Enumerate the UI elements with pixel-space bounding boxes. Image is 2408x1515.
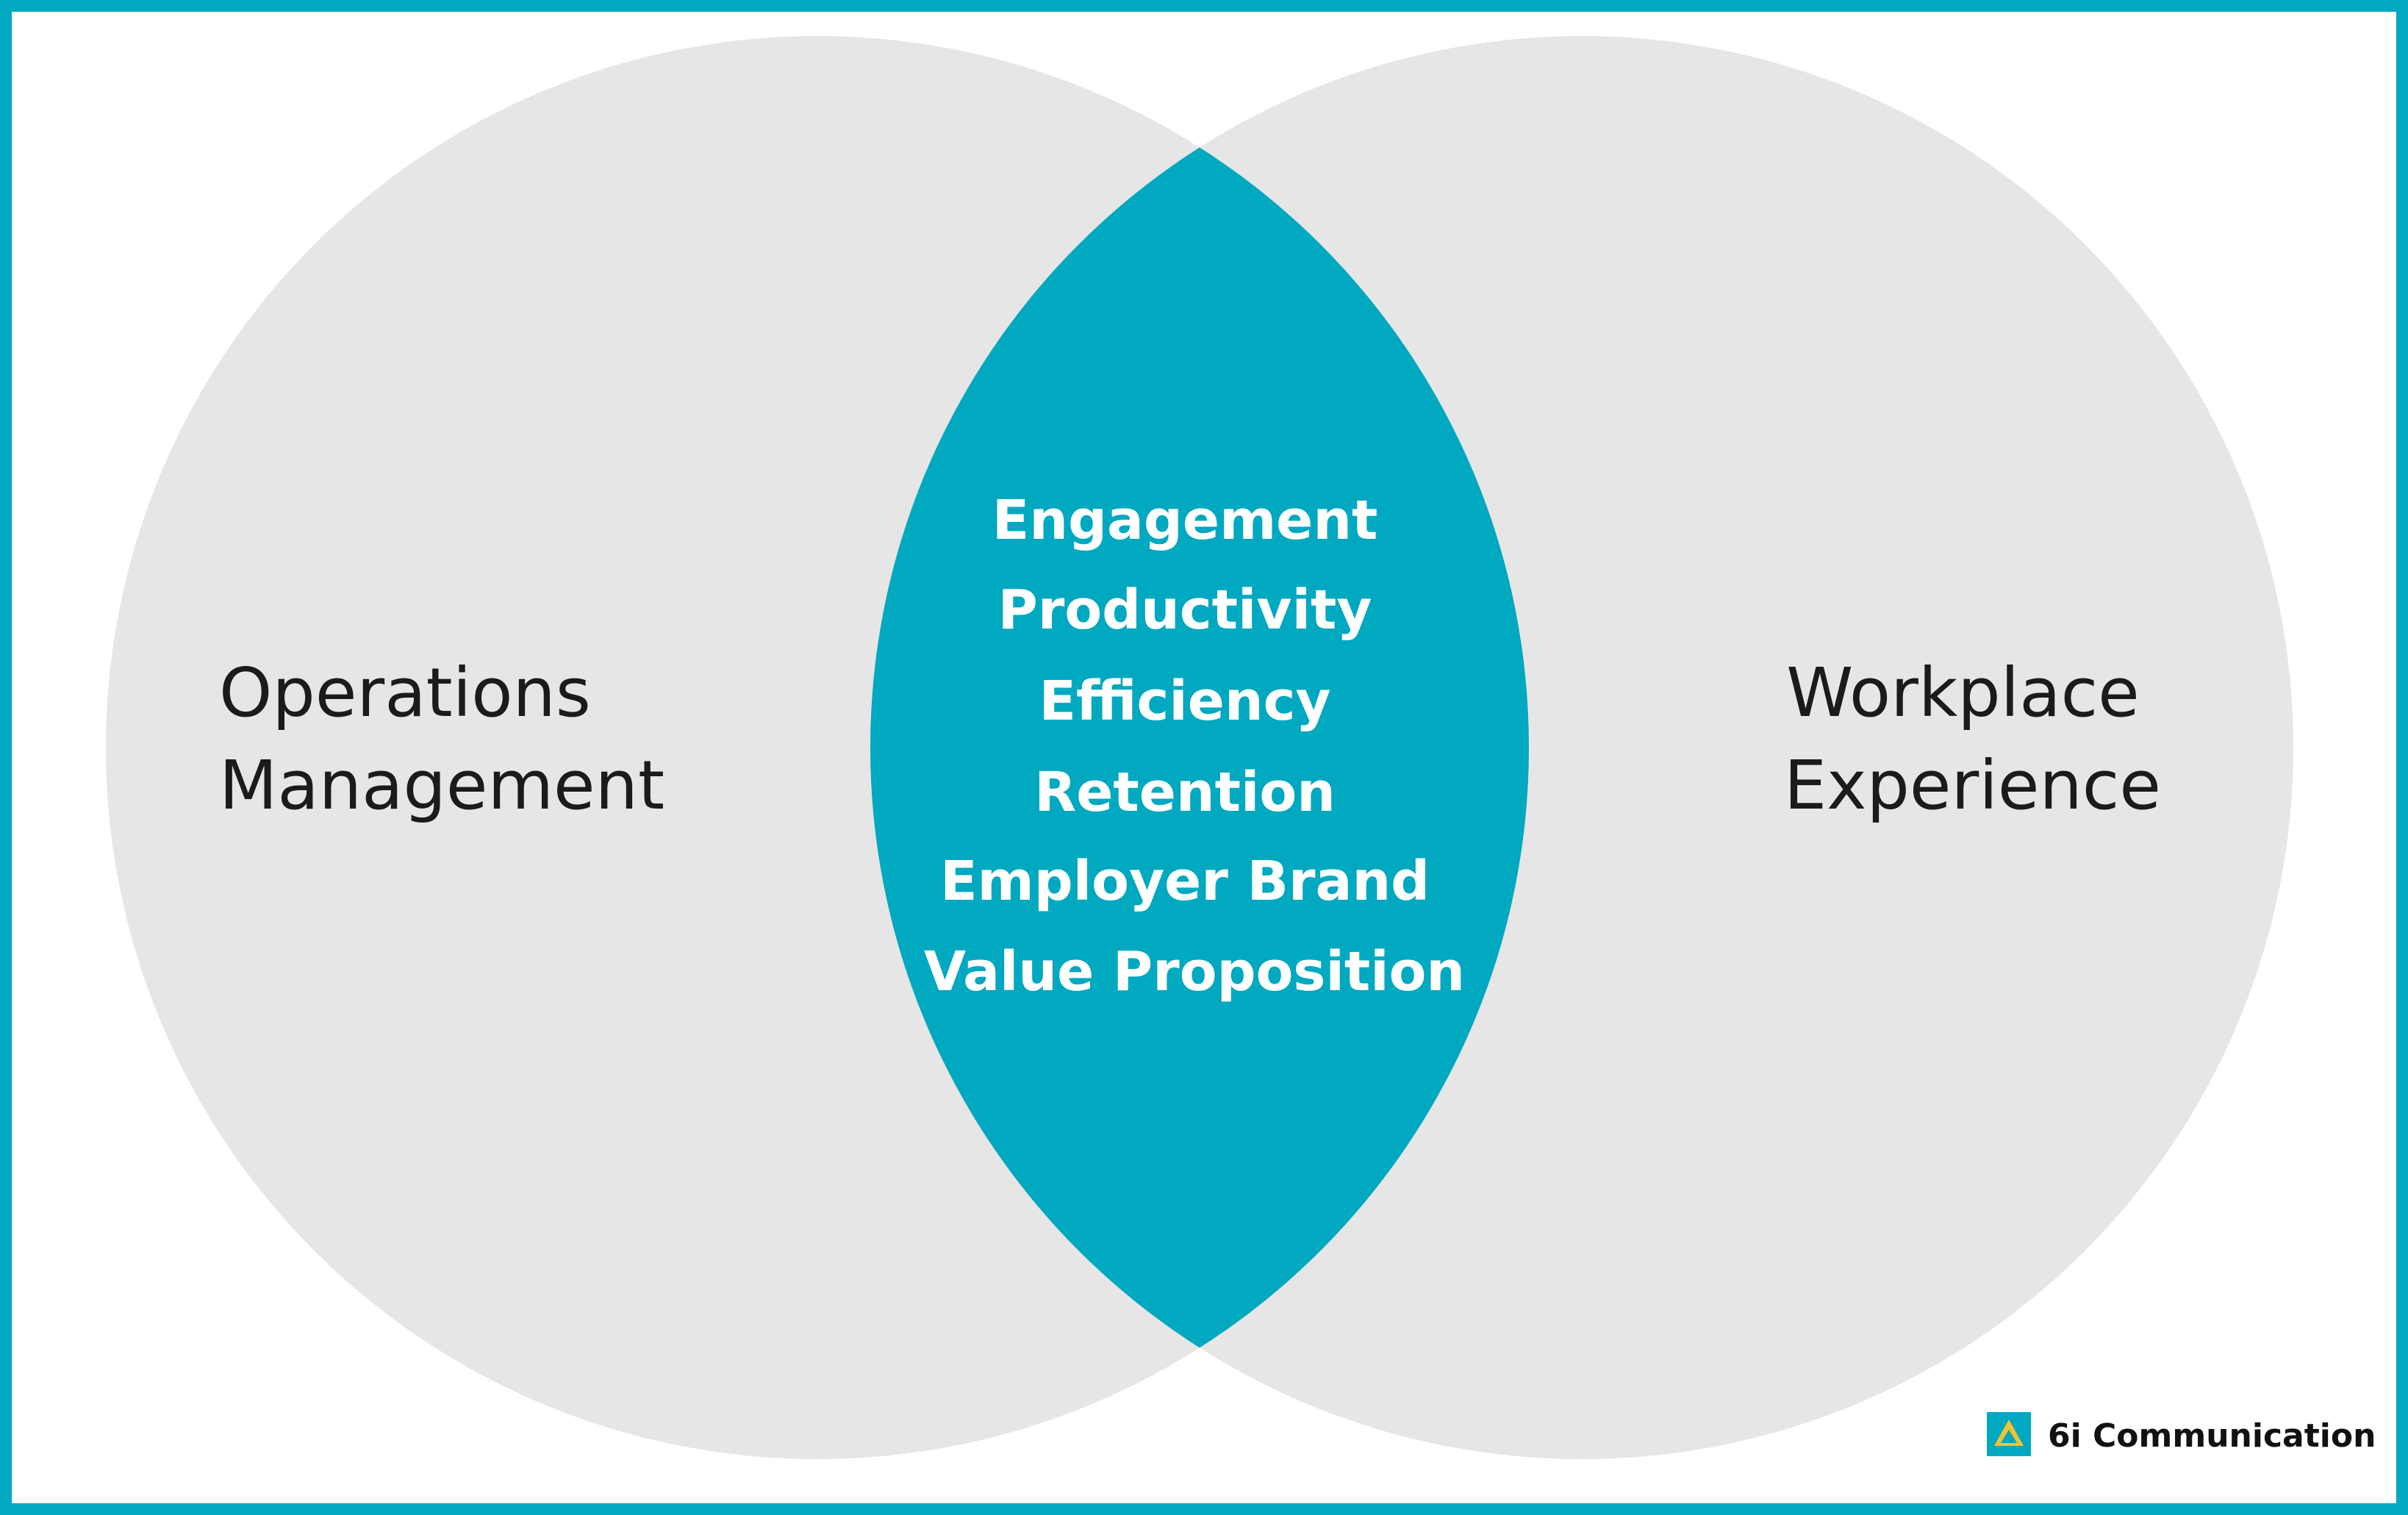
- right-circle-label-line-2: Experience: [1784, 746, 2161, 825]
- right-circle-label-line-1: Workplace: [1786, 653, 2139, 732]
- overlap-item-engagement: Engagement: [992, 489, 1378, 552]
- left-circle-label-line-2: Management: [219, 746, 664, 825]
- overlap-item-value-proposition: Value Proposition: [924, 940, 1465, 1003]
- left-circle-label-line-1: Operations: [219, 653, 591, 732]
- overlap-item-productivity: Productivity: [998, 579, 1372, 642]
- overlap-items: Engagement Productivity Efficiency Reten…: [924, 489, 1465, 1003]
- overlap-item-efficiency: Efficiency: [1039, 670, 1330, 733]
- overlap-item-retention: Retention: [1034, 761, 1336, 824]
- overlap-item-employer-brand: Employer Brand: [940, 850, 1430, 913]
- brand-logo: 6i Communication: [1987, 1412, 2376, 1456]
- logo-triangle-inner: [2001, 1430, 2017, 1443]
- overlap-lens: [870, 36, 1529, 1459]
- left-circle-label: Operations Management: [219, 653, 664, 825]
- brand-name: 6i Communication: [2048, 1417, 2376, 1455]
- right-circle-label: Workplace Experience: [1784, 653, 2161, 825]
